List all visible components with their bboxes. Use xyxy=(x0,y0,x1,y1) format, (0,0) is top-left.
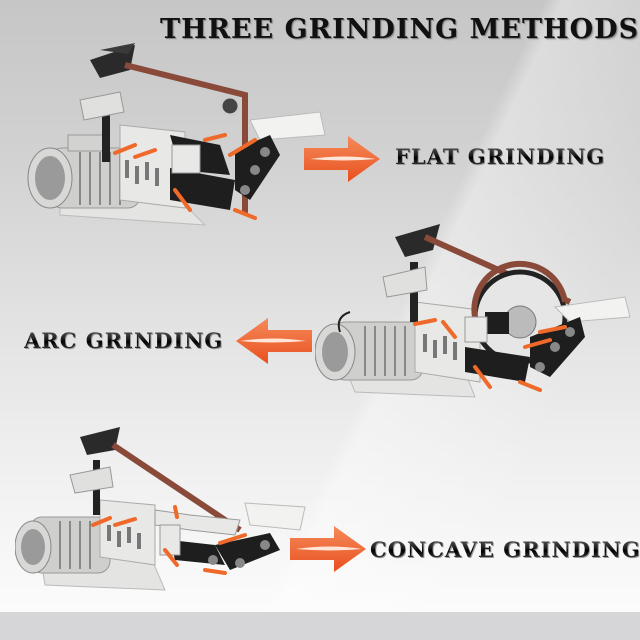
background-floor xyxy=(0,612,640,640)
belt-grinder-flat-image xyxy=(27,43,326,226)
arrow-left-icon xyxy=(236,318,312,364)
arrow-right-icon xyxy=(304,136,380,182)
belt-grinder-arc-image xyxy=(315,224,631,398)
flat-grinding-label: FLAT GRINDING xyxy=(395,144,606,169)
arrow-right-icon xyxy=(290,526,366,572)
page-title: THREE GRINDING METHODS xyxy=(160,14,640,45)
concave-grinding-label: CONCAVE GRINDING xyxy=(370,537,640,562)
arc-grinding-label: ARC GRINDING xyxy=(24,328,224,353)
belt-grinder-concave-image xyxy=(15,427,306,591)
